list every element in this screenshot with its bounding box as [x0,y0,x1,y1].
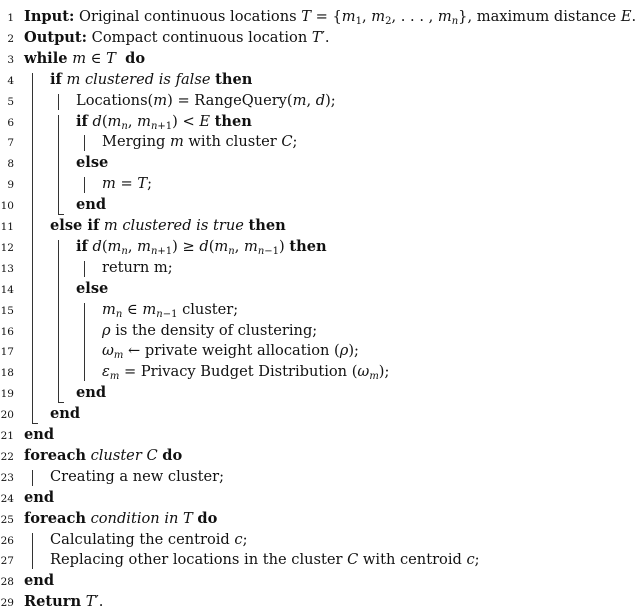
algorithm-line: Merging m with cluster C; [102,133,298,151]
block-guide-line [58,239,59,403]
algorithm-line: m = T; [102,175,153,193]
block-guide-line [58,114,59,215]
algorithm-line: ωm ← private weight allocation (ρ); [102,342,359,362]
algorithm-line: if d(mn, mn+1) ≥ d(mn, mn−1) then [76,237,327,257]
algorithm-line: Locations(m) = RangeQuery(m, d); [76,91,336,109]
block-end-tick [32,423,38,425]
algorithm-line: end [76,196,107,214]
line-number: 26 [0,534,14,547]
algorithm-line: foreach cluster C do [24,446,183,464]
algorithm-line: Output: Compact continuous location T′. [24,28,330,46]
algorithm-line: end [24,426,55,443]
line-number: 23 [0,471,14,484]
line-number: 8 [7,158,14,171]
line-number: 18 [0,367,14,380]
line-number: 16 [0,325,14,338]
block-guide-line [32,532,33,570]
line-number: 22 [0,450,14,463]
block-guide-line [32,469,33,486]
line-number: 4 [7,74,14,87]
block-guide-line [32,72,33,424]
line-number: 12 [0,241,14,254]
line-number: 17 [0,346,14,359]
block-guide-line [58,93,59,110]
line-number: 29 [0,597,14,610]
block-end-tick [58,402,64,404]
algorithm-line: Return T′. [24,593,104,611]
line-number: 6 [7,116,14,129]
algorithm-block: 1 Input: Original continuous locations T … [0,8,636,611]
algorithm-line: Input: Original continuous locations T =… [24,8,636,27]
algorithm-line: if m clustered is false then [50,70,253,88]
algorithm-line: ρ is the density of clustering; [102,321,318,339]
block-guide-line [84,135,85,152]
block-guide-line [84,302,85,382]
algorithm-line: Replacing other locations in the cluster… [50,551,480,569]
block-end-tick [58,214,64,216]
line-number: 13 [0,262,14,275]
line-number: 5 [7,95,14,108]
line-number: 11 [0,221,14,233]
line-number: 15 [0,304,14,317]
line-number: 14 [0,283,14,296]
algorithm-line: else [76,279,109,297]
algorithm-line: end [50,405,81,423]
algorithm-line: end [24,488,55,506]
line-number: 25 [0,513,14,526]
line-number: 9 [7,179,14,192]
line-number: 3 [7,53,14,66]
algorithm-line: εm = Privacy Budget Distribution (ωm); [102,363,390,383]
line-number: 20 [0,409,14,422]
line-number: 19 [0,388,14,401]
algorithm-line: mn ∈ mn−1 cluster; [102,300,239,320]
algorithm-line: else if m clustered is true then [50,217,286,234]
line-number: 21 [0,430,14,442]
algorithm-line: foreach condition in T do [24,509,218,527]
line-number: 10 [0,200,14,213]
algorithm-line: if d(mn, mn+1) < E then [76,112,252,132]
algorithm-line: else [76,154,109,172]
algorithm-line: while m ∈ T do [24,49,146,67]
line-number: 24 [0,492,14,505]
block-guide-line [84,260,85,277]
line-number: 27 [0,555,14,568]
line-number: 1 [7,12,14,24]
line-number: 28 [0,576,14,589]
algorithm-line: return m; [102,258,173,276]
line-number: 7 [7,137,14,150]
algorithm-line: end [76,384,107,402]
algorithm-line: Calculating the centroid c; [50,530,248,548]
algorithm-line: Creating a new cluster; [50,467,225,485]
line-number: 2 [7,32,14,45]
block-guide-line [84,177,85,194]
algorithm-line: end [24,572,55,590]
